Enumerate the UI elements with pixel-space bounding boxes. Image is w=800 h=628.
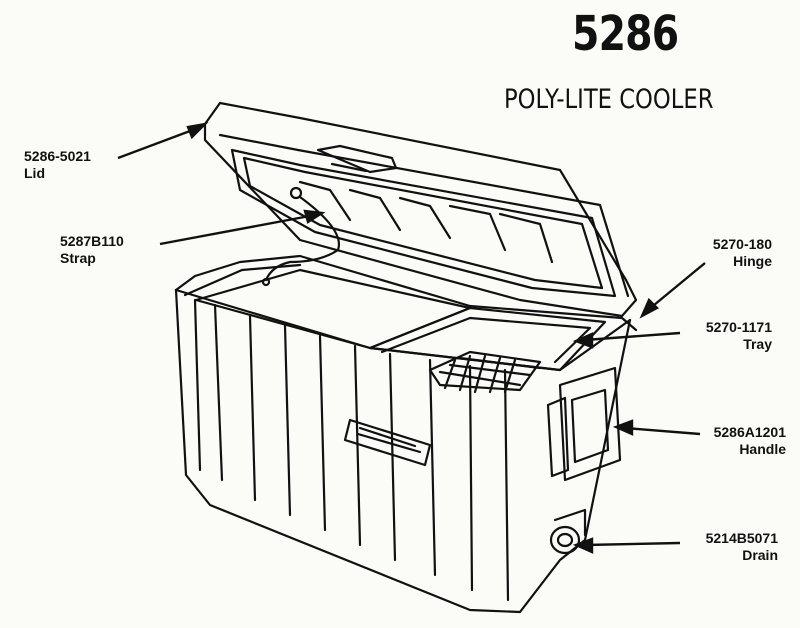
part-name: Hinge — [733, 253, 772, 269]
model-number: 5286 — [572, 6, 679, 62]
body-outline — [174, 288, 632, 614]
callout-tray: 5270-1171 Tray — [662, 319, 772, 353]
part-number: 5270-180 — [712, 236, 772, 252]
part-number: 5214B5071 — [705, 530, 778, 546]
part-number: 5287B110 — [60, 233, 124, 249]
callout-handle: 5286A1201 Handle — [660, 424, 786, 458]
product-name: POLY-LITE COOLER — [504, 84, 714, 115]
part-name: Drain — [742, 547, 778, 563]
part-name: Lid — [24, 165, 45, 181]
drain-outline — [549, 525, 581, 555]
callout-hinge: 5270-180 Hinge — [672, 236, 772, 270]
part-number: 5286A1201 — [713, 424, 786, 440]
part-name: Strap — [60, 250, 96, 266]
part-name: Tray — [743, 336, 772, 352]
callout-strap: 5287B110 Strap — [60, 233, 124, 267]
callout-drain: 5214B5071 Drain — [660, 530, 778, 564]
handle-outline — [558, 366, 622, 482]
callout-lid: 5286-5021 Lid — [24, 148, 91, 182]
part-number: 5270-1171 — [705, 319, 772, 335]
body-rim — [174, 254, 638, 332]
part-name: Handle — [739, 441, 786, 457]
part-number: 5286-5021 — [24, 148, 91, 164]
